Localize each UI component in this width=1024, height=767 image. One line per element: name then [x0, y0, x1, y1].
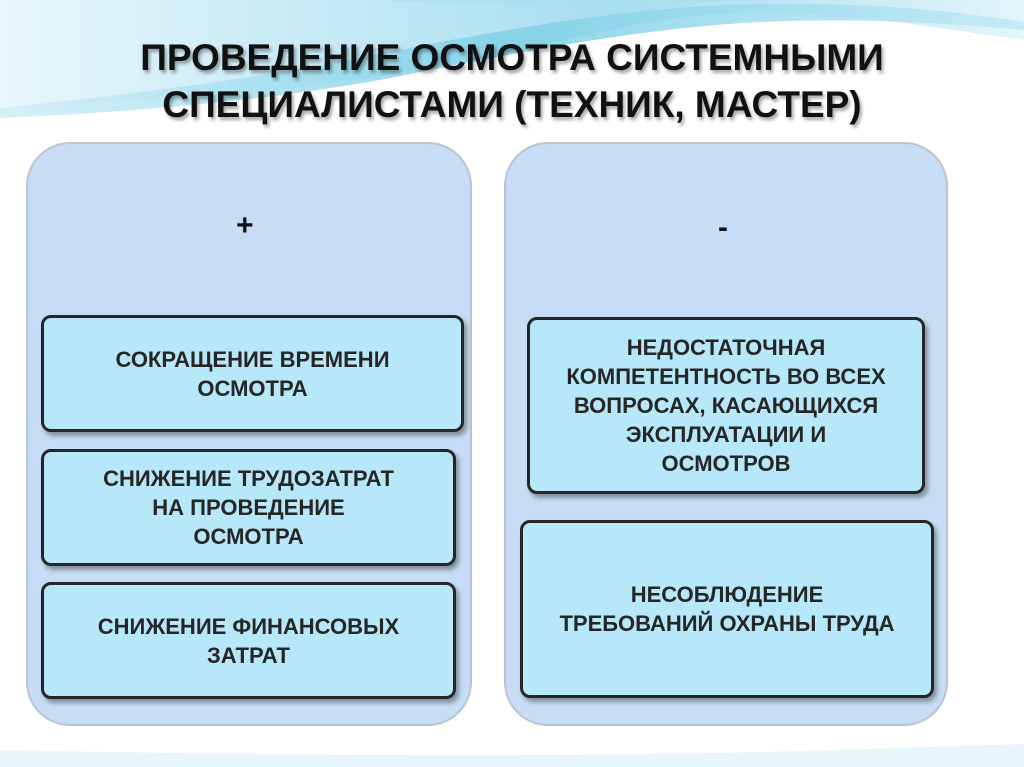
- pro-item-text-line: НА ПРОВЕДЕНИЕ: [152, 495, 345, 520]
- pro-item-cost-reduction: СНИЖЕНИЕ ФИНАНСОВЫХ ЗАТРАТ: [41, 582, 456, 699]
- minus-sign: -: [718, 211, 728, 244]
- slide-title-line-2: СПЕЦИАЛИСТАМИ (ТЕХНИК, МАСТЕР): [162, 84, 862, 125]
- con-item-safety-noncompliance: НЕСОБЛЮДЕНИЕ ТРЕБОВАНИЙ ОХРАНЫ ТРУДА: [520, 520, 934, 698]
- con-item-text-line: КОМПЕТЕНТНОСТЬ ВО ВСЕХ: [566, 364, 886, 389]
- pro-item-text-line: ОСМОТРА: [193, 524, 304, 549]
- pro-item-text-line: ОСМОТРА: [197, 375, 308, 401]
- slide-title: ПРОВЕДЕНИЕ ОСМОТРА СИСТЕМНЫМИ СПЕЦИАЛИСТ…: [60, 34, 964, 128]
- pro-item-text-line: ЗАТРАТ: [207, 642, 290, 668]
- pro-item-text-line: СОКРАЩЕНИЕ ВРЕМЕНИ: [115, 346, 390, 372]
- con-item-text-line: ВОПРОСАХ, КАСАЮЩИХСЯ: [573, 393, 879, 418]
- pro-item-labor-reduction: СНИЖЕНИЕ ТРУДОЗАТРАТ НА ПРОВЕДЕНИЕ ОСМОТ…: [41, 449, 456, 566]
- con-item-insufficient-competence: НЕДОСТАТОЧНАЯ КОМПЕТЕНТНОСТЬ ВО ВСЕХ ВОП…: [527, 317, 925, 494]
- con-item-text-line: ОСМОТРОВ: [661, 451, 791, 476]
- pro-item-time-reduction: СОКРАЩЕНИЕ ВРЕМЕНИ ОСМОТРА: [41, 315, 464, 432]
- con-item-text-line: НЕСОБЛЮДЕНИЕ: [630, 582, 824, 607]
- slide-title-line-1: ПРОВЕДЕНИЕ ОСМОТРА СИСТЕМНЫМИ: [140, 37, 884, 78]
- pro-item-text-line: СНИЖЕНИЕ ФИНАНСОВЫХ: [97, 613, 400, 639]
- con-item-text-line: ТРЕБОВАНИЙ ОХРАНЫ ТРУДА: [559, 611, 895, 636]
- con-item-text-line: НЕДОСТАТОЧНАЯ: [626, 335, 826, 360]
- plus-sign: +: [236, 209, 254, 242]
- con-item-text-line: ЭКСПЛУАТАЦИИ И: [625, 422, 827, 447]
- pro-item-text-line: СНИЖЕНИЕ ТРУДОЗАТРАТ: [103, 466, 394, 491]
